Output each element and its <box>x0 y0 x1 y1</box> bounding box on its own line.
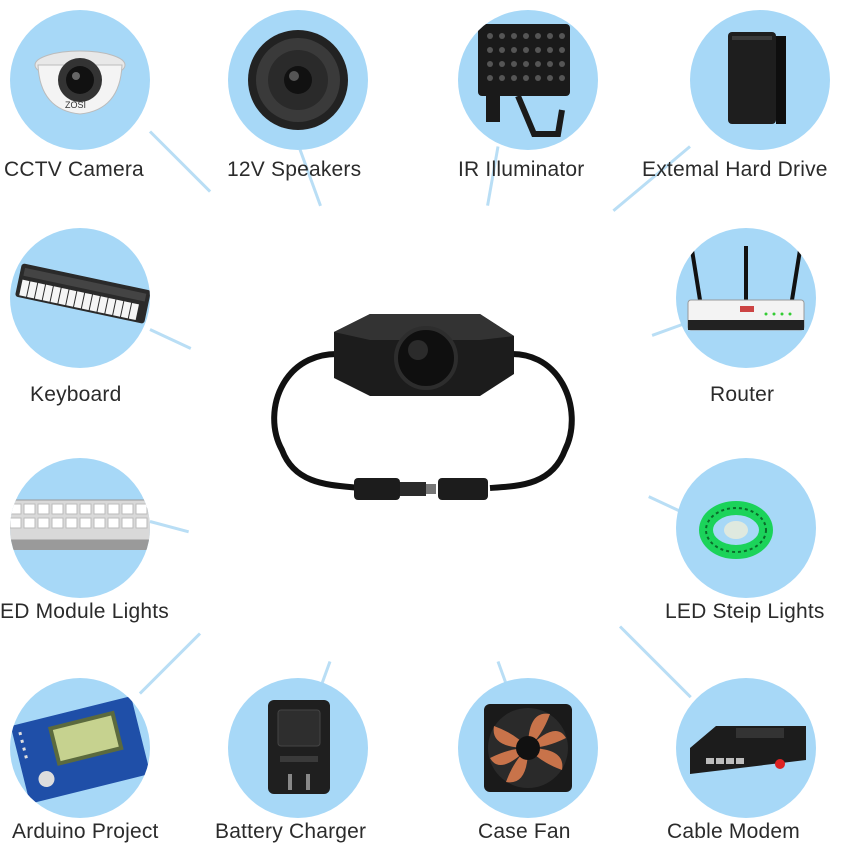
connector-line <box>148 130 212 193</box>
cctv-camera-icon: ZOSI <box>34 50 126 115</box>
hard-drive-icon <box>728 32 786 124</box>
device-label-charger: Battery Charger <box>215 820 367 843</box>
keyboard-circle <box>10 228 150 368</box>
device-label-cctv: CCTV Camera <box>4 158 144 181</box>
led-strip-circle <box>676 458 816 598</box>
router-circle <box>676 228 816 368</box>
keyboard-icon <box>15 263 150 324</box>
connector-line <box>149 520 190 534</box>
device-label-ir: IR Illuminator <box>458 158 585 181</box>
case-fan-circle <box>458 678 598 818</box>
device-label-ledstrip: LED Steip Lights <box>665 600 825 623</box>
arduino-circle <box>10 678 150 818</box>
cable-modem-icon <box>690 726 806 774</box>
device-label-keyboard: Keyboard <box>30 383 122 406</box>
camera-brand: ZOSI <box>65 100 86 110</box>
device-label-speakers: 12V Speakers <box>227 158 362 181</box>
device-label-modem: Cable Modem <box>667 820 800 843</box>
led-strip-icon <box>699 501 773 559</box>
connector-line <box>138 632 202 695</box>
ir-illuminator-icon <box>478 24 570 137</box>
router-icon <box>687 246 805 331</box>
arduino-icon <box>11 696 150 803</box>
battery-charger-circle <box>228 678 368 818</box>
speaker-icon <box>248 30 348 130</box>
case-fan-icon <box>484 704 572 792</box>
connector-line <box>618 625 692 699</box>
device-label-ledmodule: ED Module Lights <box>0 600 169 623</box>
led-module-circle <box>10 458 150 598</box>
hard-drive-circle <box>690 10 830 150</box>
led-module-icon <box>10 499 150 550</box>
cable-modem-circle <box>676 678 816 818</box>
connector-line <box>149 328 192 350</box>
device-label-arduino: Arduino Project <box>12 820 159 843</box>
device-label-fan: Case Fan <box>478 820 571 843</box>
dimmer-switch <box>271 314 575 500</box>
ir-illuminator-circle <box>458 10 598 150</box>
battery-charger-icon <box>268 700 330 794</box>
device-label-router: Router <box>710 383 775 406</box>
device-label-hdd: Extemal Hard Drive <box>642 158 828 181</box>
cctv-camera-circle: ZOSI <box>10 10 150 150</box>
speaker-circle <box>228 10 368 150</box>
